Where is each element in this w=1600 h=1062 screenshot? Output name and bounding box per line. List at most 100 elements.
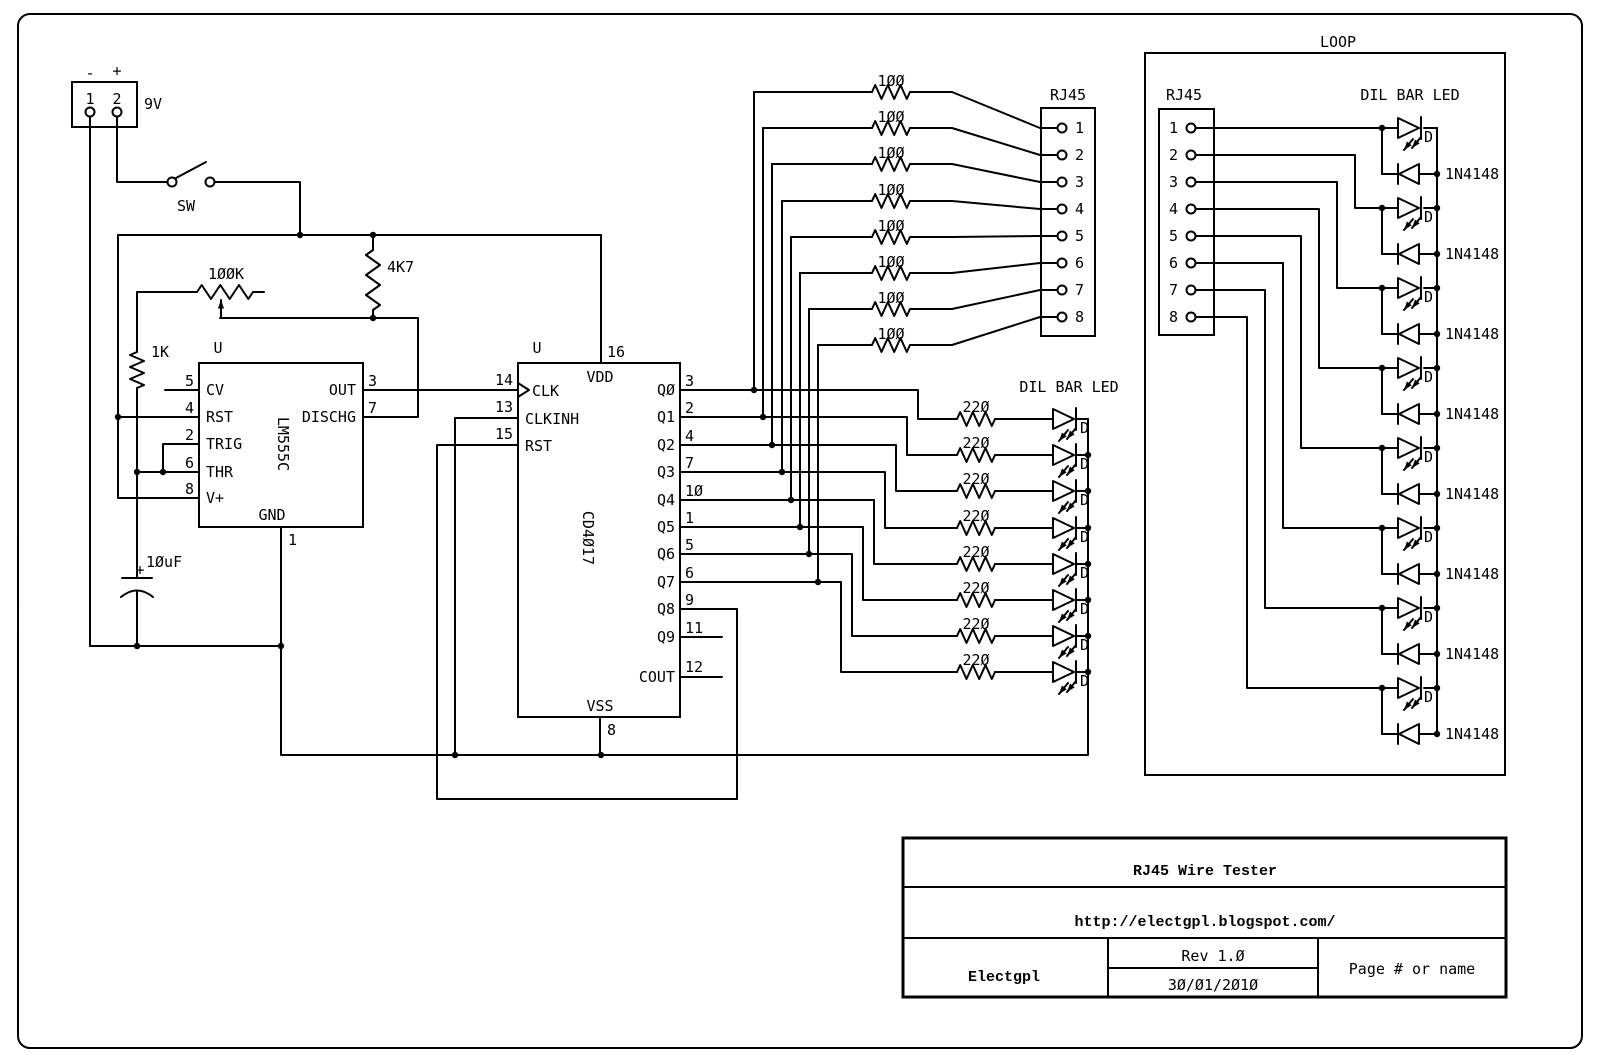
counter-part-number: CD4Ø17	[579, 511, 597, 565]
loop-led-d-label: D	[1424, 288, 1433, 306]
resistor-100	[871, 337, 911, 353]
junction-dot	[1433, 204, 1441, 212]
loop-rj45-pin	[1185, 149, 1197, 161]
rj45-feed-wire	[909, 163, 1057, 183]
timer-designator: U	[213, 339, 222, 357]
loop-rj45-box	[1158, 108, 1215, 336]
counter-output-name: Q8	[657, 600, 675, 618]
led-d-label: D	[1080, 636, 1089, 654]
loop-rj45-pin	[1185, 203, 1197, 215]
resistor-220-value: 22Ø	[962, 398, 989, 416]
resistor-220-value: 22Ø	[962, 434, 989, 452]
rj45-pin-number: 4	[1075, 200, 1084, 218]
diode-triangle	[1398, 643, 1420, 665]
rj45-feed-wire	[909, 235, 1057, 238]
counter-pin-number: 13	[495, 398, 513, 416]
loop-feed-wire	[1195, 262, 1383, 529]
loop-rj45-pin-number: 5	[1169, 227, 1178, 245]
loop-rj45-label: RJ45	[1166, 86, 1202, 104]
led-emission-arrow-head	[1059, 432, 1067, 441]
led-emission-arrow-head	[1067, 539, 1075, 548]
counter-output-name: Q7	[657, 573, 675, 591]
led-emission-arrow-head	[1059, 504, 1067, 513]
resistor-100	[871, 193, 911, 209]
counter-pin-number: 15	[495, 425, 513, 443]
junction-dot	[1084, 487, 1092, 495]
counter-pin-number: 3	[685, 372, 694, 390]
resistor-220	[956, 411, 996, 427]
counter-output-name: QØ	[657, 381, 675, 399]
resistor-100-value: 1ØØ	[877, 325, 904, 343]
led-emission-arrow-head	[1404, 621, 1412, 630]
rj45-feed-wire	[909, 262, 1057, 274]
counter-pin-number: 2	[685, 399, 694, 417]
timer-part-number: LM555C	[274, 417, 292, 471]
led-emission-arrow-head	[1059, 577, 1067, 586]
timer-pin-number: 5	[185, 372, 194, 390]
led-triangle	[1397, 357, 1420, 379]
led-d-label: D	[1080, 528, 1089, 546]
counter-output-name: Q5	[657, 518, 675, 536]
loop-feed-wire	[1195, 181, 1383, 289]
counter-pin-number: 16	[607, 343, 625, 361]
schematic-title: RJ45 Wire Tester	[1133, 863, 1277, 880]
junction-dot	[159, 468, 167, 476]
capacitor-value: 1ØuF	[146, 553, 182, 571]
loop-feed-wire	[1195, 316, 1383, 689]
junction-dot	[1433, 284, 1441, 292]
timer-pin-number: 2	[185, 426, 194, 444]
counter-pin-number: 14	[495, 371, 513, 389]
resistor-220-value: 22Ø	[962, 579, 989, 597]
rj45-feed-wire	[909, 200, 1057, 210]
battery-pin	[84, 106, 96, 118]
led-emission-arrow-head	[1059, 685, 1067, 694]
rj45-pin-number: 5	[1075, 227, 1084, 245]
led-triangle	[1397, 437, 1420, 459]
led-emission-arrow-head	[1404, 301, 1412, 310]
loop-rj45-pin	[1185, 257, 1197, 269]
wire	[162, 443, 200, 473]
led-triangle	[1052, 589, 1075, 611]
led-emission-arrow-head	[1412, 219, 1420, 228]
resistor-4k7-value: 4K7	[387, 258, 414, 276]
resistor-100	[871, 120, 911, 136]
rj45-pin-number: 2	[1075, 146, 1084, 164]
rj45-pin-number: 1	[1075, 119, 1084, 137]
diode-part-label: 1N4148	[1445, 725, 1499, 743]
revision-label: Rev 1.Ø	[1181, 947, 1244, 965]
wire	[214, 181, 301, 236]
timer-pin-number: 6	[185, 454, 194, 472]
loop-rj45-pin-number: 8	[1169, 308, 1178, 326]
led-emission-arrow-head	[1067, 611, 1075, 620]
counter-designator: U	[532, 339, 541, 357]
resistor-100	[871, 229, 911, 245]
led-emission-arrow-head	[1404, 141, 1412, 150]
resistor-220	[956, 628, 996, 644]
junction-dot	[277, 642, 285, 650]
resistor-100	[871, 265, 911, 281]
junction-dot	[1084, 632, 1092, 640]
junction-dot	[1084, 524, 1092, 532]
rj45-pin	[1056, 203, 1068, 215]
rj45-feed-wire	[909, 289, 1057, 310]
junction-dot	[1084, 668, 1092, 676]
counter-pin-name: CLKINH	[525, 410, 579, 428]
q-output-wire	[679, 581, 958, 673]
junction-dot	[1433, 730, 1441, 738]
diode-part-label: 1N4148	[1445, 245, 1499, 263]
resistor-100-value: 1ØØ	[877, 253, 904, 271]
counter-output-name: Q6	[657, 545, 675, 563]
capacitor-polarity: +	[135, 561, 144, 579]
junction-dot	[1433, 330, 1441, 338]
rj45-pin-number: 3	[1075, 173, 1084, 191]
title-block	[901, 836, 1508, 999]
timer-pin-name: RST	[206, 408, 233, 426]
timer-pin-number: 3	[368, 372, 377, 390]
led-triangle	[1052, 625, 1075, 647]
resistor-1k-value: 1K	[151, 343, 169, 361]
loop-led-d-label: D	[1424, 128, 1433, 146]
counter-output-name: Q9	[657, 628, 675, 646]
junction-dot	[1433, 170, 1441, 178]
switch-label: SW	[177, 197, 196, 215]
